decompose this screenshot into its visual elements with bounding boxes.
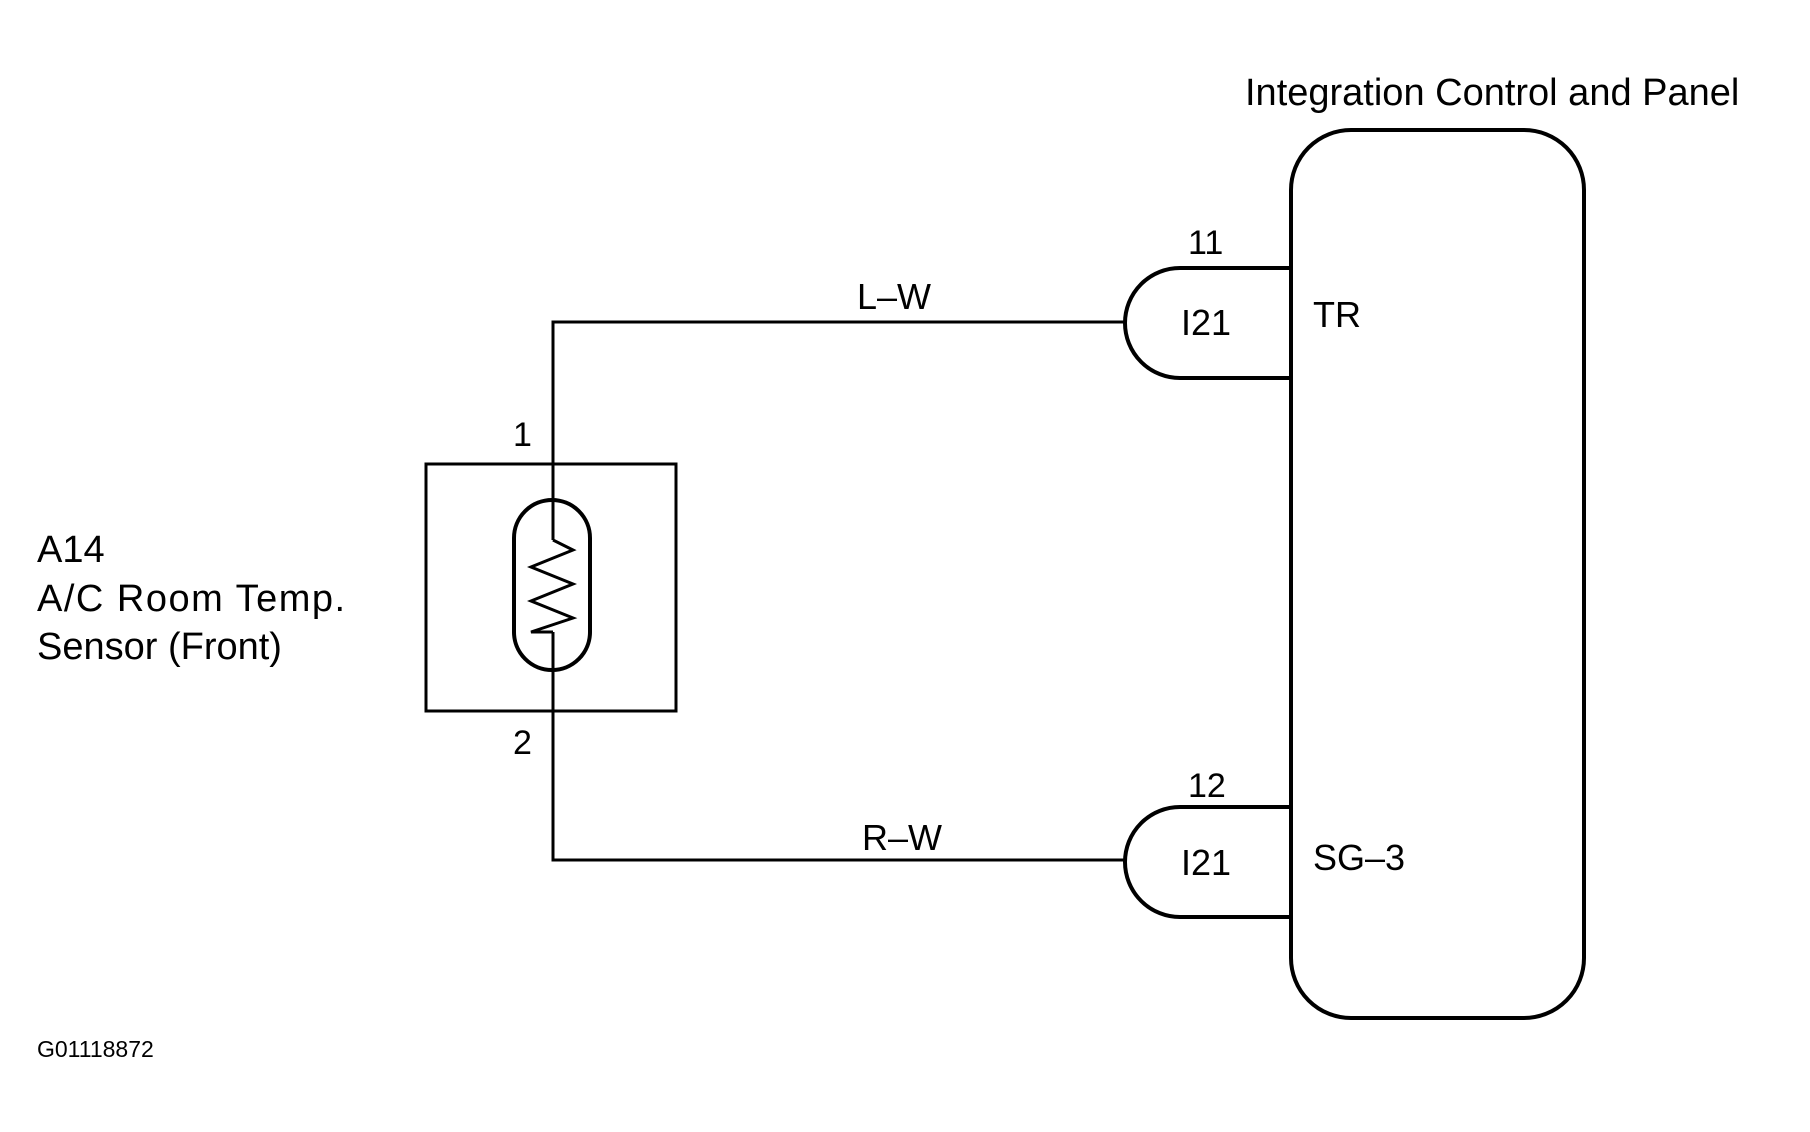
control-panel-body xyxy=(1289,128,1586,1020)
pin-11-label: 11 xyxy=(1188,224,1223,262)
sensor-pin-2-label: 2 xyxy=(513,724,532,762)
wire-l-w-label: L–W xyxy=(857,276,931,317)
wire-r-w-label: R–W xyxy=(862,817,942,858)
terminal-sg3-label: SG–3 xyxy=(1313,837,1405,878)
figure-id: G01118872 xyxy=(37,1036,154,1062)
wire-l-w xyxy=(551,320,1126,500)
sensor-name-line1: A/C Room Temp. xyxy=(37,578,347,620)
terminal-tr-label: TR xyxy=(1313,294,1361,335)
wire-r-w xyxy=(551,670,1126,862)
connector-i21-sg3-label: I21 xyxy=(1181,842,1231,883)
sensor-housing xyxy=(424,462,678,713)
control-panel-title: Integration Control and Panel xyxy=(1245,72,1739,114)
sensor-name-line2: Sensor (Front) xyxy=(37,626,282,668)
pin-12-label: 12 xyxy=(1188,767,1226,805)
sensor-code-label: A14 xyxy=(37,529,105,571)
resistor-zigzag-icon xyxy=(527,538,578,634)
connector-i21-sg3 xyxy=(1123,805,1291,919)
connector-i21-tr-label: I21 xyxy=(1181,302,1231,343)
sensor-pin-1-label: 1 xyxy=(513,416,532,454)
